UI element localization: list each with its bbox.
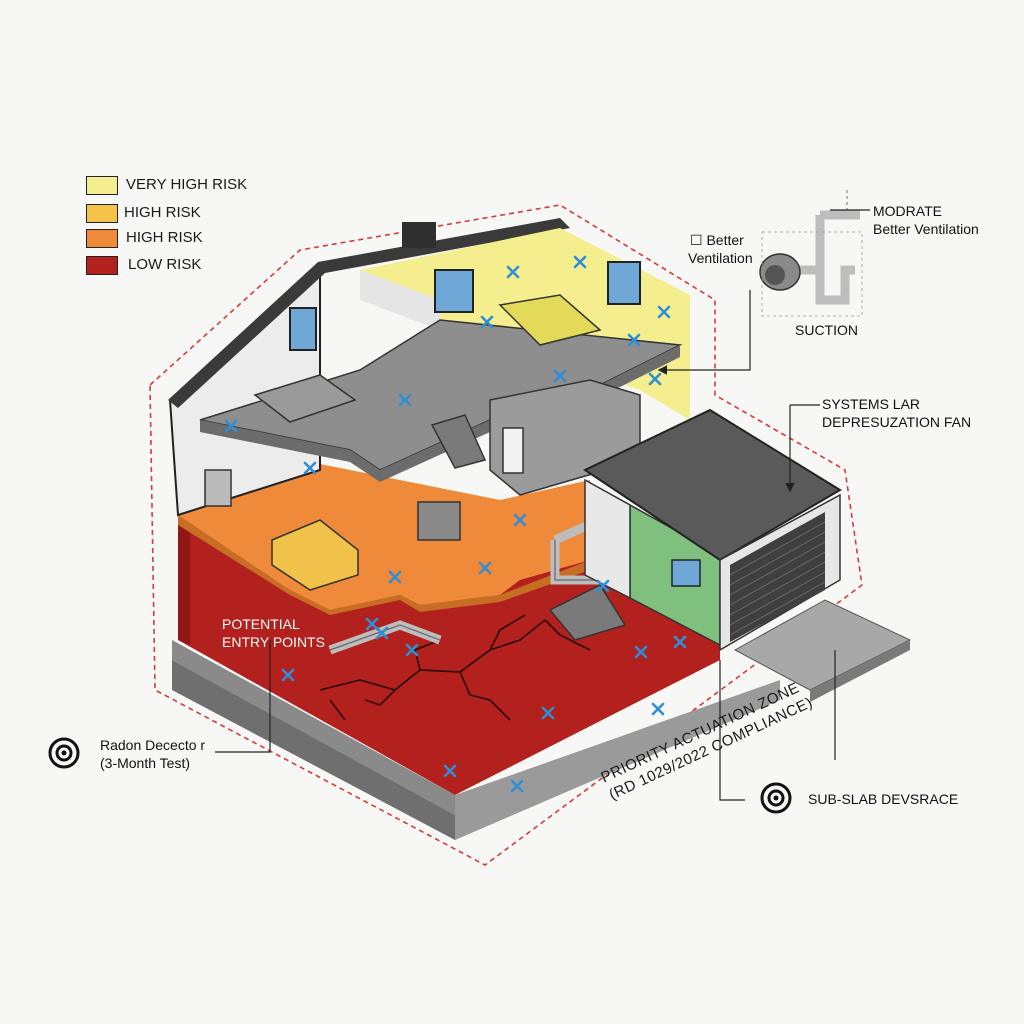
legend-label: HIGH RISK: [126, 229, 203, 246]
radon-detector-icon: [48, 737, 80, 769]
x-marker-icon: [596, 579, 610, 593]
stairs-basement: [548, 584, 627, 641]
ground-floor-slab: [178, 460, 590, 610]
x-marker-icon: [627, 333, 641, 347]
fan-label-line1: SYSTEMS LAR: [822, 396, 921, 412]
annex-window: [671, 559, 701, 587]
chimney: [402, 222, 436, 248]
x-marker-icon: [281, 668, 295, 682]
garage-door: [730, 512, 825, 642]
door-middle: [502, 427, 524, 474]
x-marker-icon: [405, 643, 419, 657]
x-marker-icon: [443, 764, 457, 778]
detector-label-line2: (3-Month Test): [100, 755, 190, 771]
x-marker-icon: [510, 779, 524, 793]
stairs-upper: [430, 414, 487, 469]
detector-label-line1: Radon Dececto r: [100, 737, 206, 753]
entry-points-line2: ENTRY POINTS: [222, 634, 325, 650]
entry-points-line1: POTENTIAL: [222, 616, 300, 632]
basement-wall-left: [178, 515, 190, 645]
x-marker-icon: [541, 706, 555, 720]
slab-cracks: [319, 614, 591, 721]
window-upper-2: [607, 261, 641, 305]
upper-floor-edge: [200, 345, 680, 482]
legend-swatch: [86, 204, 118, 223]
legend-swatch: [86, 256, 118, 275]
x-marker-icon: [513, 513, 527, 527]
better-ventilation-line1: Better: [706, 232, 744, 248]
x-marker-icon: [303, 461, 317, 475]
modrate-label: MODRATE: [873, 203, 942, 219]
annex-roof: [582, 408, 842, 562]
legend-swatch: [86, 176, 118, 195]
interior-wall: [360, 270, 440, 330]
legend-label: VERY HIGH RISK: [126, 176, 248, 193]
leader-lines: [215, 209, 870, 801]
x-marker-icon: [365, 617, 379, 631]
x-marker-icon: [573, 255, 587, 269]
annex-interior: [584, 478, 631, 600]
x-marker-icon: [648, 372, 662, 386]
window-left: [289, 307, 317, 351]
suction-label: SUCTION: [795, 322, 858, 338]
x-marker-icon: [651, 702, 665, 716]
legend-label: HIGH RISK: [124, 204, 201, 221]
sub-slab-label: SUB-SLAB DEVSRACE: [808, 791, 959, 807]
window-upper-1: [434, 269, 474, 313]
sub-slab-target-icon: [760, 782, 792, 814]
modrate-sub-label: Better Ventilation: [873, 221, 979, 237]
sofa: [271, 519, 359, 591]
bed-upper: [498, 294, 602, 346]
bed-left: [253, 374, 357, 423]
legend-swatch: [86, 229, 118, 248]
shelf: [204, 469, 232, 507]
fan-label-line2: DEPRESUZATION FAN: [822, 414, 972, 430]
fan-detail: [759, 190, 863, 317]
legend-label: LOW RISK: [128, 256, 202, 273]
x-marker-icon: [553, 369, 567, 383]
better-ventilation-line2: Ventilation: [688, 250, 753, 266]
foundation-front: [455, 680, 780, 840]
x-marker-icon: [398, 393, 412, 407]
roof-outline: [168, 218, 570, 408]
x-marker-icon: [478, 561, 492, 575]
x-marker-icon: [673, 635, 687, 649]
garage-door-slats: [729, 521, 826, 636]
desk: [417, 501, 461, 541]
x-marker-icon: [375, 626, 389, 640]
x-marker-icon: [506, 265, 520, 279]
x-marker-icon: [634, 645, 648, 659]
foundation-slab: [172, 640, 455, 815]
checkbox-icon: ☐: [690, 232, 703, 248]
x-marker-icon: [480, 315, 494, 329]
foundation-side: [172, 660, 455, 840]
better-ventilation-label: ☐ Better: [690, 231, 744, 249]
x-marker-icon: [657, 305, 671, 319]
x-marker-icon: [224, 419, 238, 433]
x-marker-icon: [388, 570, 402, 584]
